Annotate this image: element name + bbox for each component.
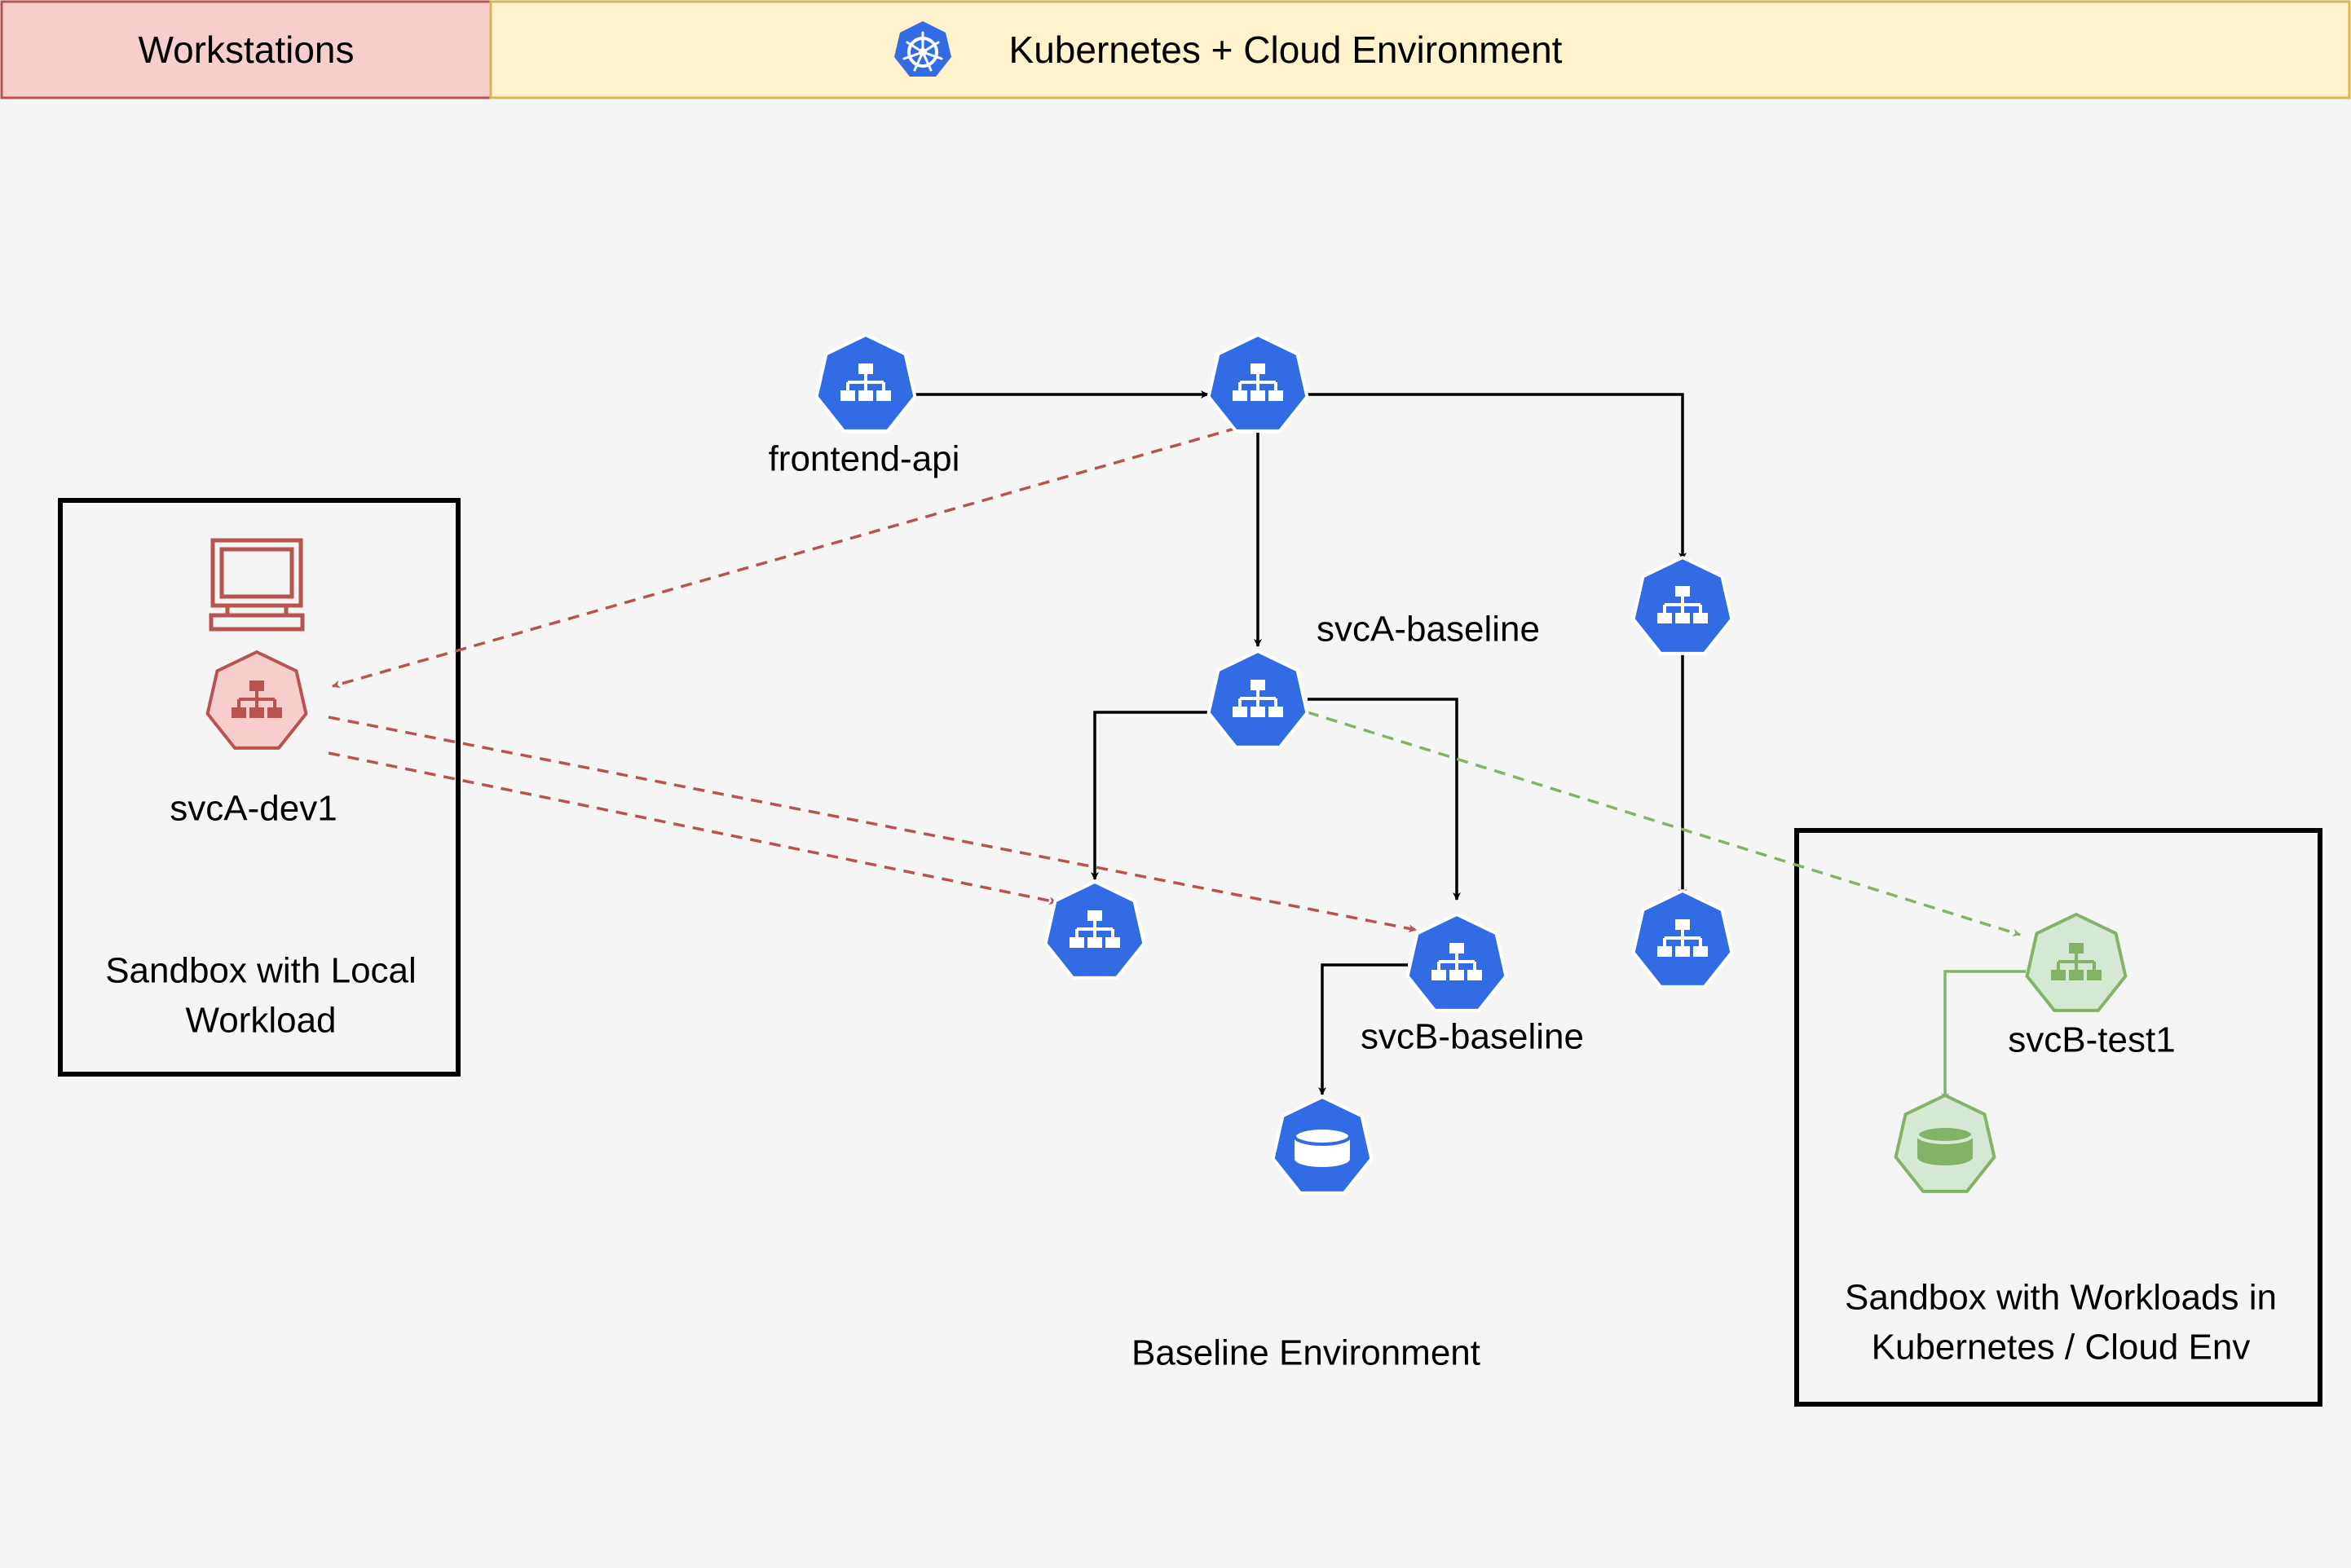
- edge-svca-dev1-to-left-service: [328, 751, 1057, 905]
- svcb-test1-service-service-icon: [2025, 913, 2128, 1012]
- right-top-service-service-icon: [1631, 556, 1734, 655]
- edge-svca-to-left-service: [1091, 711, 1209, 880]
- frontend-api-service-service-icon: [814, 333, 917, 433]
- baseline-database-database-icon: [1271, 1095, 1374, 1195]
- edge-svcb-test1-to-database: [1941, 970, 2026, 1101]
- kubernetes-helm-icon: [894, 21, 951, 77]
- svca-dev1-service-service-icon: [205, 650, 308, 750]
- edge-gateway-to-right-service: [1308, 393, 1687, 561]
- cloud-lane: [489, 0, 2351, 99]
- svcb-baseline-service-service-icon: [1405, 913, 1508, 1012]
- edge-svca-to-svcb-test1: [1307, 711, 2021, 937]
- cloud-sandbox-box: [1794, 828, 2322, 1407]
- svca-baseline-service-service-icon: [1206, 650, 1309, 749]
- desktop-computer-icon: [209, 538, 305, 632]
- right-bottom-service-service-icon: [1631, 889, 1734, 989]
- edge-svcb-to-database: [1318, 963, 1408, 1095]
- local-sandbox-box: [58, 498, 461, 1077]
- edge-svca-dev1-to-svcb: [328, 716, 1417, 933]
- test-database-database-icon: [1894, 1094, 1996, 1193]
- left-bottom-service-service-icon: [1043, 880, 1146, 980]
- edge-gateway-to-svca-dev1: [332, 426, 1238, 689]
- edge-svca-to-svcb: [1308, 698, 1461, 901]
- gateway-service-service-icon: [1206, 333, 1309, 433]
- workstations-lane: [0, 0, 492, 99]
